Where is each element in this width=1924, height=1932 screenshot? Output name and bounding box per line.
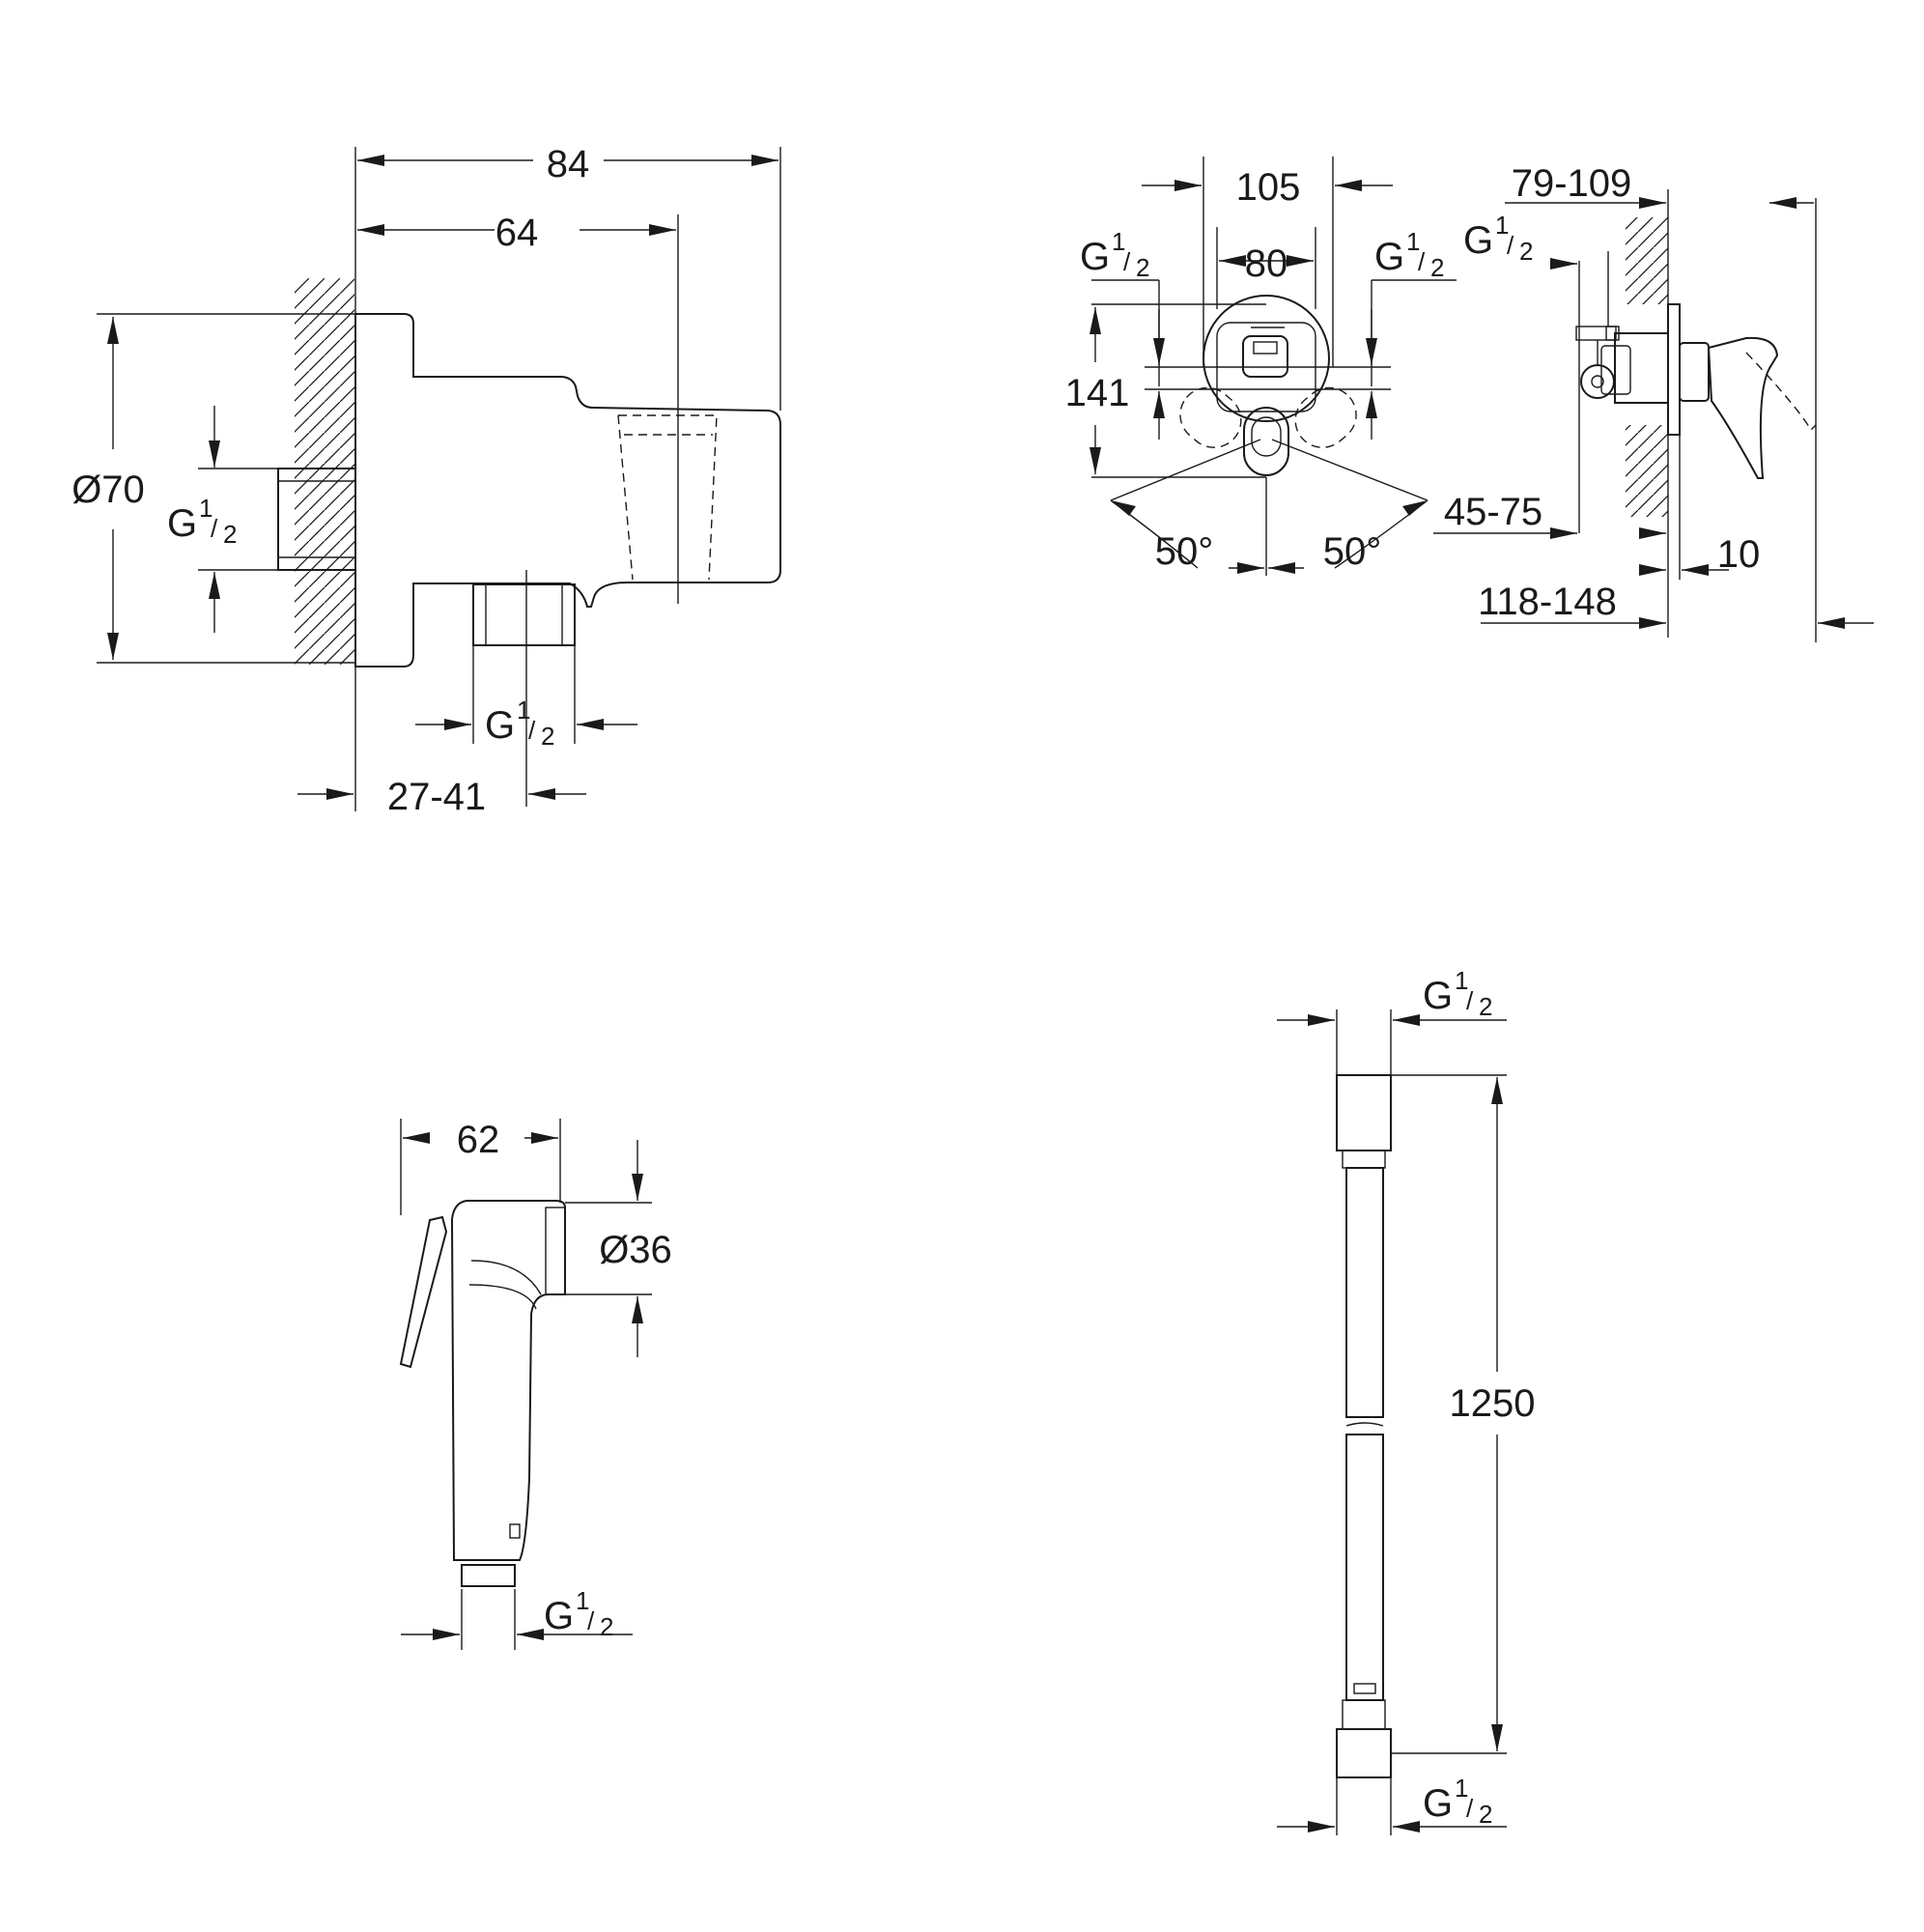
dim-1250: 1250: [1450, 1382, 1536, 1425]
mixer-rosette: [1202, 295, 1330, 422]
dim-80: 80: [1245, 242, 1288, 285]
hose-thread-top-num: 1: [1455, 966, 1468, 995]
hose-lower: [1345, 1434, 1384, 1701]
dim-84: 84: [547, 143, 590, 185]
hose-thread-top-label: G: [1423, 975, 1453, 1017]
valve-body: [1614, 332, 1669, 404]
mixer-handle: [1243, 407, 1289, 476]
hose-thread-top-slash: /: [1466, 986, 1474, 1015]
dim-10: 10: [1717, 533, 1761, 576]
thread-left-den: 2: [1136, 253, 1149, 282]
dim-118-148: 118-148: [1478, 581, 1617, 623]
dim-diameter-70: Ø70: [71, 469, 145, 511]
thread-right-num: 1: [1406, 227, 1420, 256]
side-rosette: [1667, 303, 1681, 436]
mixer-front-view: 105 80 G 1 / 2 G 1 / 2 141 50° 50°: [1065, 156, 1457, 576]
bracket-body: [354, 313, 781, 668]
handshower-thread-den: 2: [600, 1612, 613, 1641]
thread-inlet-label: G: [167, 502, 197, 545]
dim-45-75: 45-75: [1444, 491, 1542, 533]
outlet-thread: [472, 583, 576, 646]
dim-62: 62: [457, 1119, 500, 1161]
dim-64: 64: [495, 212, 539, 254]
thread-left-label: G: [1080, 236, 1110, 278]
wall-hatch: [295, 278, 354, 665]
thread-side-den: 2: [1519, 237, 1533, 266]
thread-outlet-num: 1: [517, 696, 530, 724]
dim-79-109: 79-109: [1512, 162, 1632, 205]
thread-inlet-den: 2: [223, 520, 237, 549]
angle-left: 50°: [1155, 530, 1214, 573]
hose-nut-bottom: [1336, 1728, 1392, 1778]
angle-right: 50°: [1323, 530, 1382, 573]
thread-side-slash: /: [1507, 231, 1514, 260]
thread-left-num: 1: [1112, 227, 1125, 256]
inlet-thread: [277, 468, 356, 571]
handshower-thread-slash: /: [587, 1606, 595, 1635]
dim-diameter-36: Ø36: [599, 1229, 672, 1271]
hose-thread-bottom-label: G: [1423, 1782, 1453, 1825]
thread-left-slash: /: [1123, 247, 1131, 276]
hose-thread-top-den: 2: [1479, 992, 1492, 1021]
handshower-thread-label: G: [544, 1595, 574, 1637]
hose-upper: [1345, 1167, 1384, 1418]
wall-hatch-lower: [1626, 425, 1668, 517]
thread-inlet-num: 1: [199, 494, 212, 523]
wall-hatch-upper: [1626, 217, 1668, 304]
thread-right-label: G: [1374, 236, 1404, 278]
hose-thread-bottom-num: 1: [1455, 1774, 1468, 1803]
handshower-view: 62 Ø36 G 1 / 2: [399, 1119, 672, 1650]
dim-27-41: 27-41: [387, 776, 486, 818]
dim-105: 105: [1236, 166, 1301, 209]
handshower-thread-num: 1: [576, 1586, 589, 1615]
thread-outlet-den: 2: [541, 722, 554, 751]
side-lever: [1707, 336, 1779, 479]
mixer-side-view: 79-109 G 1 / 2 45-75 10 118-148: [1433, 162, 1874, 642]
hose-thread-bottom-den: 2: [1479, 1800, 1492, 1829]
thread-side-label: G: [1463, 219, 1493, 262]
thread-right-den: 2: [1430, 253, 1444, 282]
thread-outlet-slash: /: [528, 716, 536, 745]
hose-thread-bottom-slash: /: [1466, 1794, 1474, 1823]
thread-right-slash: /: [1418, 247, 1426, 276]
thread-inlet-slash: /: [211, 514, 218, 543]
hose-view: G 1 / 2 1250 G 1 / 2: [1277, 966, 1535, 1835]
thread-outlet-label: G: [485, 704, 515, 747]
handshower-body: [450, 1200, 566, 1561]
dim-141: 141: [1065, 372, 1130, 414]
hose-nut-top: [1336, 1074, 1392, 1151]
valve-connector: [1580, 364, 1615, 399]
handshower-thread: [461, 1564, 516, 1587]
handshower-trigger: [399, 1215, 448, 1369]
wall-bracket-view: 84 64 Ø70 G 1 / 2 G 1 / 2 27-41: [71, 143, 781, 818]
thread-side-num: 1: [1495, 211, 1509, 240]
